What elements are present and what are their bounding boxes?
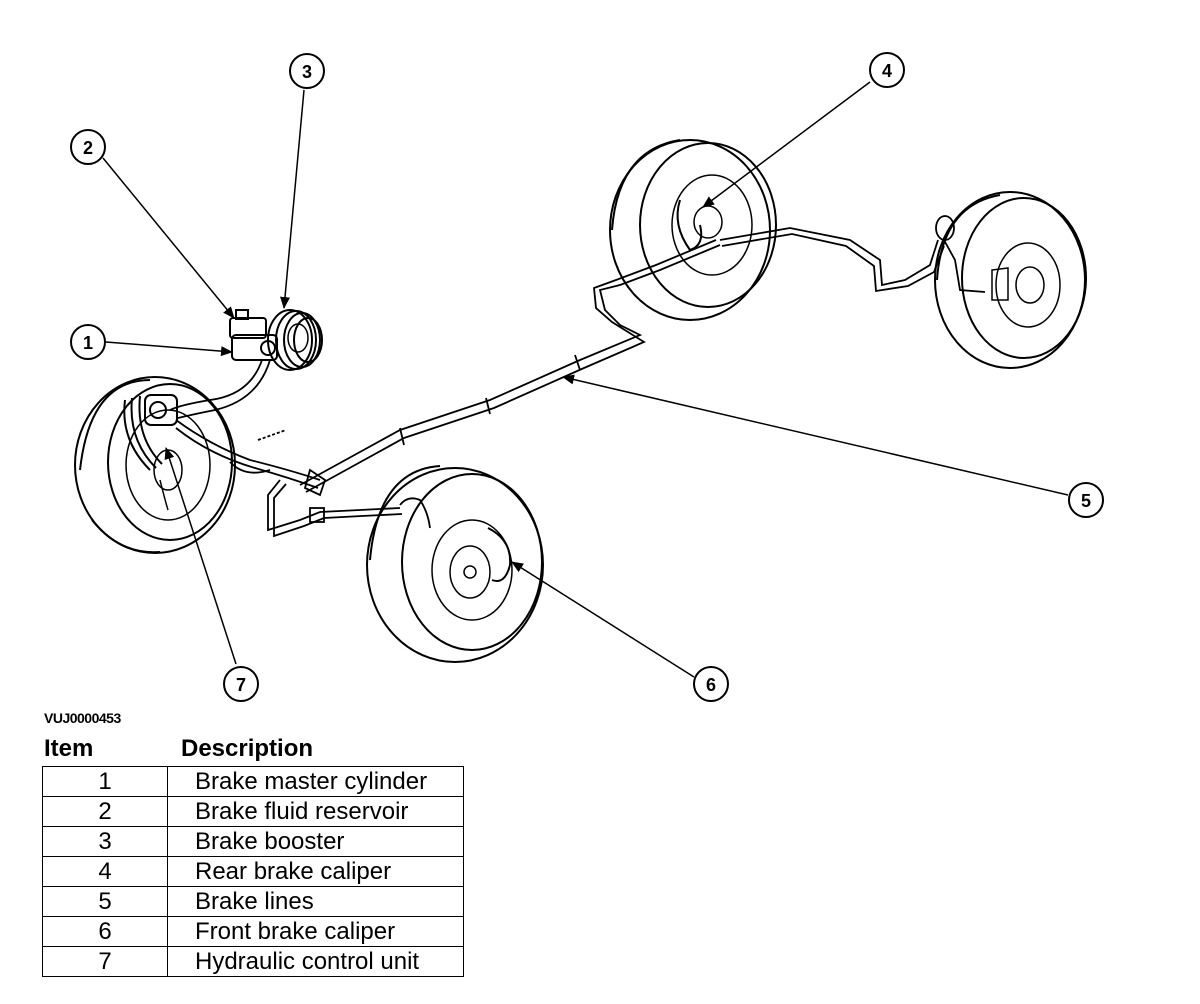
leader-2 bbox=[102, 157, 235, 319]
leader-5 bbox=[562, 374, 1069, 496]
right-front-brake-line bbox=[267, 479, 431, 538]
legend-header-item: Item bbox=[44, 735, 94, 762]
legend-item-number: 3 bbox=[42, 826, 168, 857]
legend-item-number: 2 bbox=[42, 796, 168, 827]
legend-item-number: 1 bbox=[42, 766, 168, 797]
legend-row: 4 Rear brake caliper bbox=[42, 856, 464, 887]
legend-header-description: Description bbox=[181, 735, 314, 762]
callout-leaders bbox=[102, 81, 1069, 678]
legend-table: 1 Brake master cylinder 2 Brake fluid re… bbox=[42, 766, 464, 977]
callout-4-circle bbox=[869, 52, 905, 88]
legend-row: 5 Brake lines bbox=[42, 886, 464, 917]
rear-left-wheel bbox=[609, 139, 777, 321]
legend-header: Item Description bbox=[42, 735, 464, 766]
legend-item-description: Brake fluid reservoir bbox=[167, 796, 464, 827]
legend-item-number: 7 bbox=[42, 946, 168, 977]
callout-6-circle bbox=[693, 666, 729, 702]
callout-4-label: 4 bbox=[882, 61, 892, 81]
leader-3 bbox=[280, 89, 305, 309]
callout-7-circle bbox=[223, 666, 259, 702]
front-brake-lines bbox=[169, 359, 321, 489]
rear-right-wheel bbox=[934, 191, 1087, 369]
leader-4 bbox=[702, 81, 871, 208]
left-front-wheel bbox=[74, 376, 236, 554]
leader-6 bbox=[511, 561, 695, 678]
main-brake-lines bbox=[299, 239, 721, 497]
legend-row: 6 Front brake caliper bbox=[42, 916, 464, 947]
legend-row: 7 Hydraulic control unit bbox=[42, 946, 464, 977]
brake-fluid-reservoir bbox=[229, 309, 267, 339]
legend-row: 1 Brake master cylinder bbox=[42, 766, 464, 797]
figure-code: VUJ0000453 bbox=[44, 710, 121, 726]
callout-5-circle bbox=[1068, 482, 1104, 518]
legend-item-description: Brake master cylinder bbox=[167, 766, 464, 797]
callout-circles bbox=[70, 52, 1104, 702]
legend-item-description: Brake lines bbox=[167, 886, 464, 917]
callout-1-circle bbox=[70, 324, 106, 360]
callout-3-circle bbox=[289, 53, 325, 89]
legend: Item Description 1 Brake master cylinder… bbox=[42, 735, 464, 977]
legend-item-description: Rear brake caliper bbox=[167, 856, 464, 887]
legend-item-number: 4 bbox=[42, 856, 168, 887]
hydraulic-control-unit bbox=[123, 394, 178, 511]
legend-item-number: 6 bbox=[42, 916, 168, 947]
right-front-wheel bbox=[366, 465, 544, 663]
callout-7-label: 7 bbox=[236, 675, 246, 695]
callout-2-circle bbox=[70, 129, 106, 165]
legend-item-description: Hydraulic control unit bbox=[167, 946, 464, 977]
leader-7 bbox=[164, 447, 237, 665]
callout-5-label: 5 bbox=[1081, 491, 1091, 511]
callout-1-label: 1 bbox=[83, 333, 93, 353]
legend-item-description: Front brake caliper bbox=[167, 916, 464, 947]
brake-system-diagram: 1 2 3 4 5 6 7 bbox=[70, 52, 1104, 702]
callout-3-label: 3 bbox=[302, 62, 312, 82]
legend-item-number: 5 bbox=[42, 886, 168, 917]
legend-item-description: Brake booster bbox=[167, 826, 464, 857]
rear-brake-lines bbox=[719, 215, 986, 293]
callout-6-label: 6 bbox=[706, 675, 716, 695]
leader-1 bbox=[105, 341, 233, 357]
legend-row: 3 Brake booster bbox=[42, 826, 464, 857]
legend-row: 2 Brake fluid reservoir bbox=[42, 796, 464, 827]
callout-2-label: 2 bbox=[83, 138, 93, 158]
